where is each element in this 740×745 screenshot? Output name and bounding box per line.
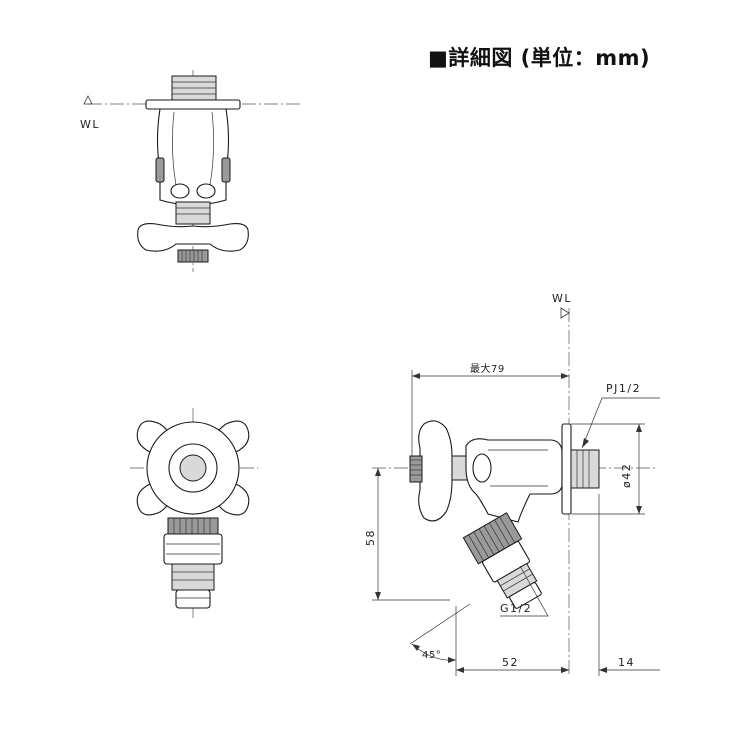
wl-triangle-top <box>83 95 93 105</box>
top-view: WL <box>80 70 300 272</box>
hose-nut-front <box>167 517 219 535</box>
dim-angle: 45° <box>422 650 441 661</box>
cross-handle-front <box>136 420 250 516</box>
hose-outlet-side <box>462 512 542 609</box>
hose-connector-front <box>171 563 215 591</box>
valve-body-side <box>465 438 563 523</box>
leader-pipe-thread <box>581 397 660 449</box>
label-hose-thread: G1/2 <box>500 602 532 615</box>
outlet-hole-right <box>196 183 216 199</box>
body-hole-side <box>472 453 492 483</box>
side-view: WL 最大79 <box>364 292 660 676</box>
valve-body-top <box>156 108 230 206</box>
coupling-front <box>163 533 223 565</box>
dim-diameter: ø42 <box>620 463 633 488</box>
drawing-title: ■詳細図 (単位：mm) <box>428 46 651 70</box>
wl-triangle-side <box>560 307 570 319</box>
dim-height: 58 <box>364 529 377 546</box>
outlet-hole-left <box>170 183 190 199</box>
hose-tip-front <box>175 589 211 609</box>
flange-side <box>561 423 572 515</box>
handle-top <box>137 223 249 252</box>
handle-cap-side <box>409 455 423 483</box>
dim-width-14: 14 <box>618 656 635 669</box>
wl-label-top: WL <box>80 118 100 131</box>
front-view <box>130 408 258 618</box>
stem-top <box>175 201 211 225</box>
flange-top <box>145 99 241 110</box>
leader-hose-thread <box>500 565 549 617</box>
dim-width-52: 52 <box>502 656 519 669</box>
handle-cap-top <box>177 249 209 263</box>
label-pipe-thread: PJ1/2 <box>606 382 641 395</box>
handle-side <box>418 420 453 522</box>
pipe-stub-side <box>570 449 600 489</box>
wl-label-side: WL <box>552 292 572 305</box>
dim-max-length: 最大79 <box>470 362 505 375</box>
